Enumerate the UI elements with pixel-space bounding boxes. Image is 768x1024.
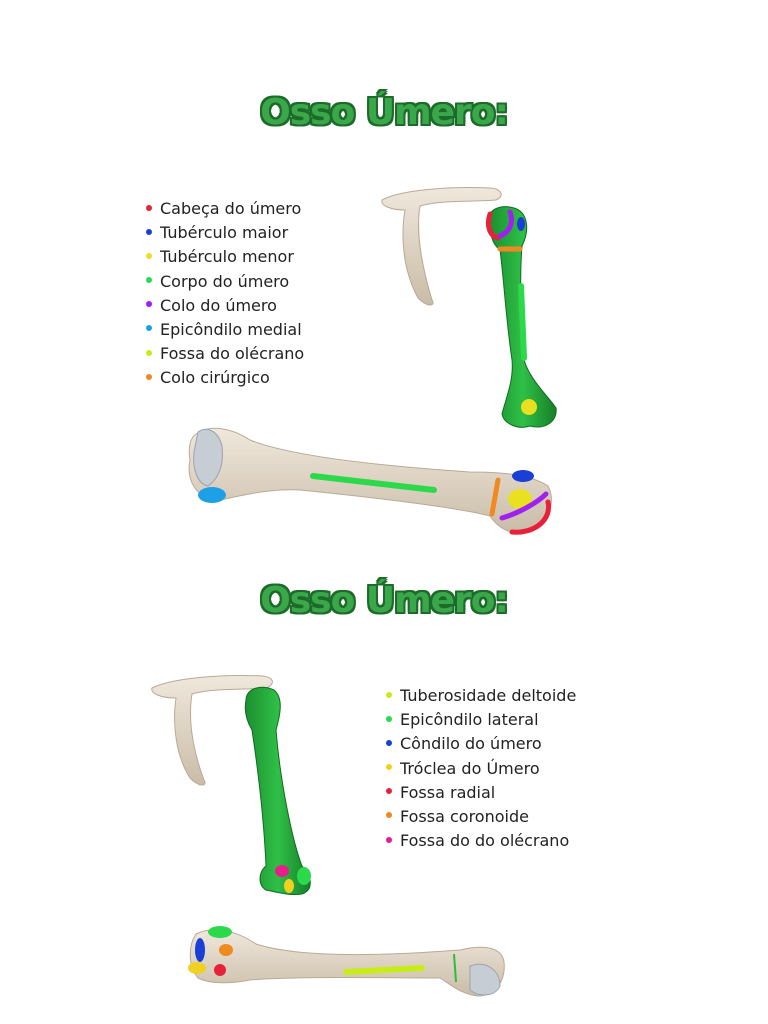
legend-item: Corpo do úmero bbox=[146, 270, 304, 294]
humerus-2-horizontal-markers bbox=[188, 926, 457, 983]
humerus-2-highlighted bbox=[244, 686, 311, 895]
bullet-dot-icon bbox=[146, 277, 152, 284]
legend-label: Fossa coronoide bbox=[400, 806, 529, 826]
bullet-dot-icon bbox=[146, 204, 152, 211]
legend-item: Côndilo do úmero bbox=[386, 732, 576, 756]
legend-label: Colo do úmero bbox=[160, 295, 277, 315]
section2-title: Osso Úmero: bbox=[260, 580, 509, 621]
legend-item: Fossa radial bbox=[386, 781, 576, 805]
section1-legend: Cabeça do úmero Tubérculo maior Tubércul… bbox=[146, 197, 304, 391]
scapula-2 bbox=[151, 675, 273, 786]
section2-legend: Tuberosidade deltoide Epicôndilo lateral… bbox=[386, 684, 576, 853]
bullet-dot-icon bbox=[146, 228, 152, 235]
legend-label: Tuberosidade deltoide bbox=[400, 686, 577, 705]
legend-item: Colo cirúrgico bbox=[146, 366, 304, 390]
legend-item: Fossa do do olécrano bbox=[386, 829, 576, 853]
section1-title: Osso Úmero: bbox=[260, 92, 509, 133]
legend-label: Côndilo do úmero bbox=[400, 734, 542, 754]
legend-label: Tróclea do Úmero bbox=[400, 758, 540, 778]
legend-item: Tuberosidade deltoide bbox=[386, 684, 576, 708]
bullet-dot-icon bbox=[386, 836, 392, 843]
legend-item: Fossa coronoide bbox=[386, 805, 576, 829]
legend-label: Cabeça do úmero bbox=[160, 199, 302, 218]
bullet-dot-icon bbox=[146, 349, 152, 356]
legend-label: Fossa do do olécrano bbox=[400, 831, 570, 851]
legend-label: Tubérculo menor bbox=[160, 247, 294, 267]
humerus-1-highlighted bbox=[488, 206, 557, 428]
bullet-dot-icon bbox=[146, 301, 152, 308]
humerus-1-horizontal-markers bbox=[198, 470, 551, 535]
legend-label: Colo cirúrgico bbox=[160, 368, 270, 388]
bullet-dot-icon bbox=[386, 691, 392, 698]
bullet-dot-icon bbox=[386, 764, 392, 771]
legend-item: Colo do úmero bbox=[146, 294, 304, 318]
legend-label: Tubérculo maior bbox=[160, 223, 289, 243]
legend-item: Epicôndilo lateral bbox=[386, 708, 576, 732]
bullet-dot-icon bbox=[146, 373, 152, 380]
legend-label: Epicôndilo medial bbox=[160, 319, 302, 339]
legend-item: Fossa do olécrano bbox=[146, 342, 304, 366]
bullet-dot-icon bbox=[386, 739, 392, 746]
bullet-dot-icon bbox=[146, 252, 152, 259]
bullet-dot-icon bbox=[386, 812, 392, 819]
humerus-1-markers bbox=[485, 209, 537, 415]
legend-label: Epicôndilo lateral bbox=[400, 710, 539, 730]
bullet-dot-icon bbox=[386, 715, 392, 722]
legend-item: Tróclea do Úmero bbox=[386, 757, 576, 781]
bullet-dot-icon bbox=[146, 325, 152, 332]
legend-item: Cabeça do úmero bbox=[146, 197, 304, 221]
legend-label: Corpo do úmero bbox=[160, 271, 290, 291]
bullet-dot-icon bbox=[386, 788, 392, 795]
legend-label: Fossa do olécrano bbox=[160, 344, 305, 364]
legend-label: Fossa radial bbox=[400, 782, 496, 802]
humerus-2-horizontal bbox=[189, 929, 505, 997]
legend-item: Epicôndilo medial bbox=[146, 318, 304, 342]
humerus-2-markers bbox=[275, 865, 311, 893]
legend-item: Tubérculo menor bbox=[146, 245, 304, 269]
scapula-1 bbox=[381, 187, 502, 306]
legend-item: Tubérculo maior bbox=[146, 221, 304, 245]
